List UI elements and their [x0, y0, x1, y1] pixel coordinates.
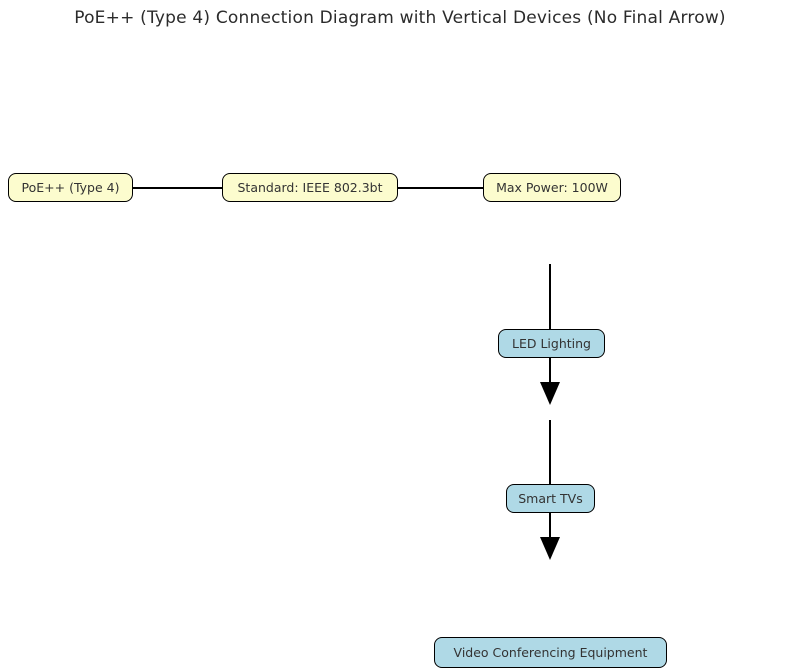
diagram-title: PoE++ (Type 4) Connection Diagram with V… — [74, 8, 726, 28]
connector-led-to-smart-shaft — [549, 357, 551, 384]
connector-poe-to-standard — [132, 187, 223, 189]
connector-to-smart-tvs — [549, 420, 551, 485]
arrow-down-icon — [540, 537, 560, 560]
node-poe-type4: PoE++ (Type 4) — [8, 173, 133, 202]
connector-smart-to-video-shaft — [549, 512, 551, 538]
connector-standard-to-power — [397, 187, 484, 189]
node-led-lighting: LED Lighting — [498, 329, 605, 358]
arrow-down-icon — [540, 382, 560, 405]
node-smart-tvs: Smart TVs — [506, 484, 595, 513]
connector-power-to-led — [549, 264, 551, 330]
node-video-conferencing: Video Conferencing Equipment — [434, 637, 667, 668]
node-max-power: Max Power: 100W — [483, 173, 621, 202]
node-standard-ieee: Standard: IEEE 802.3bt — [222, 173, 398, 202]
